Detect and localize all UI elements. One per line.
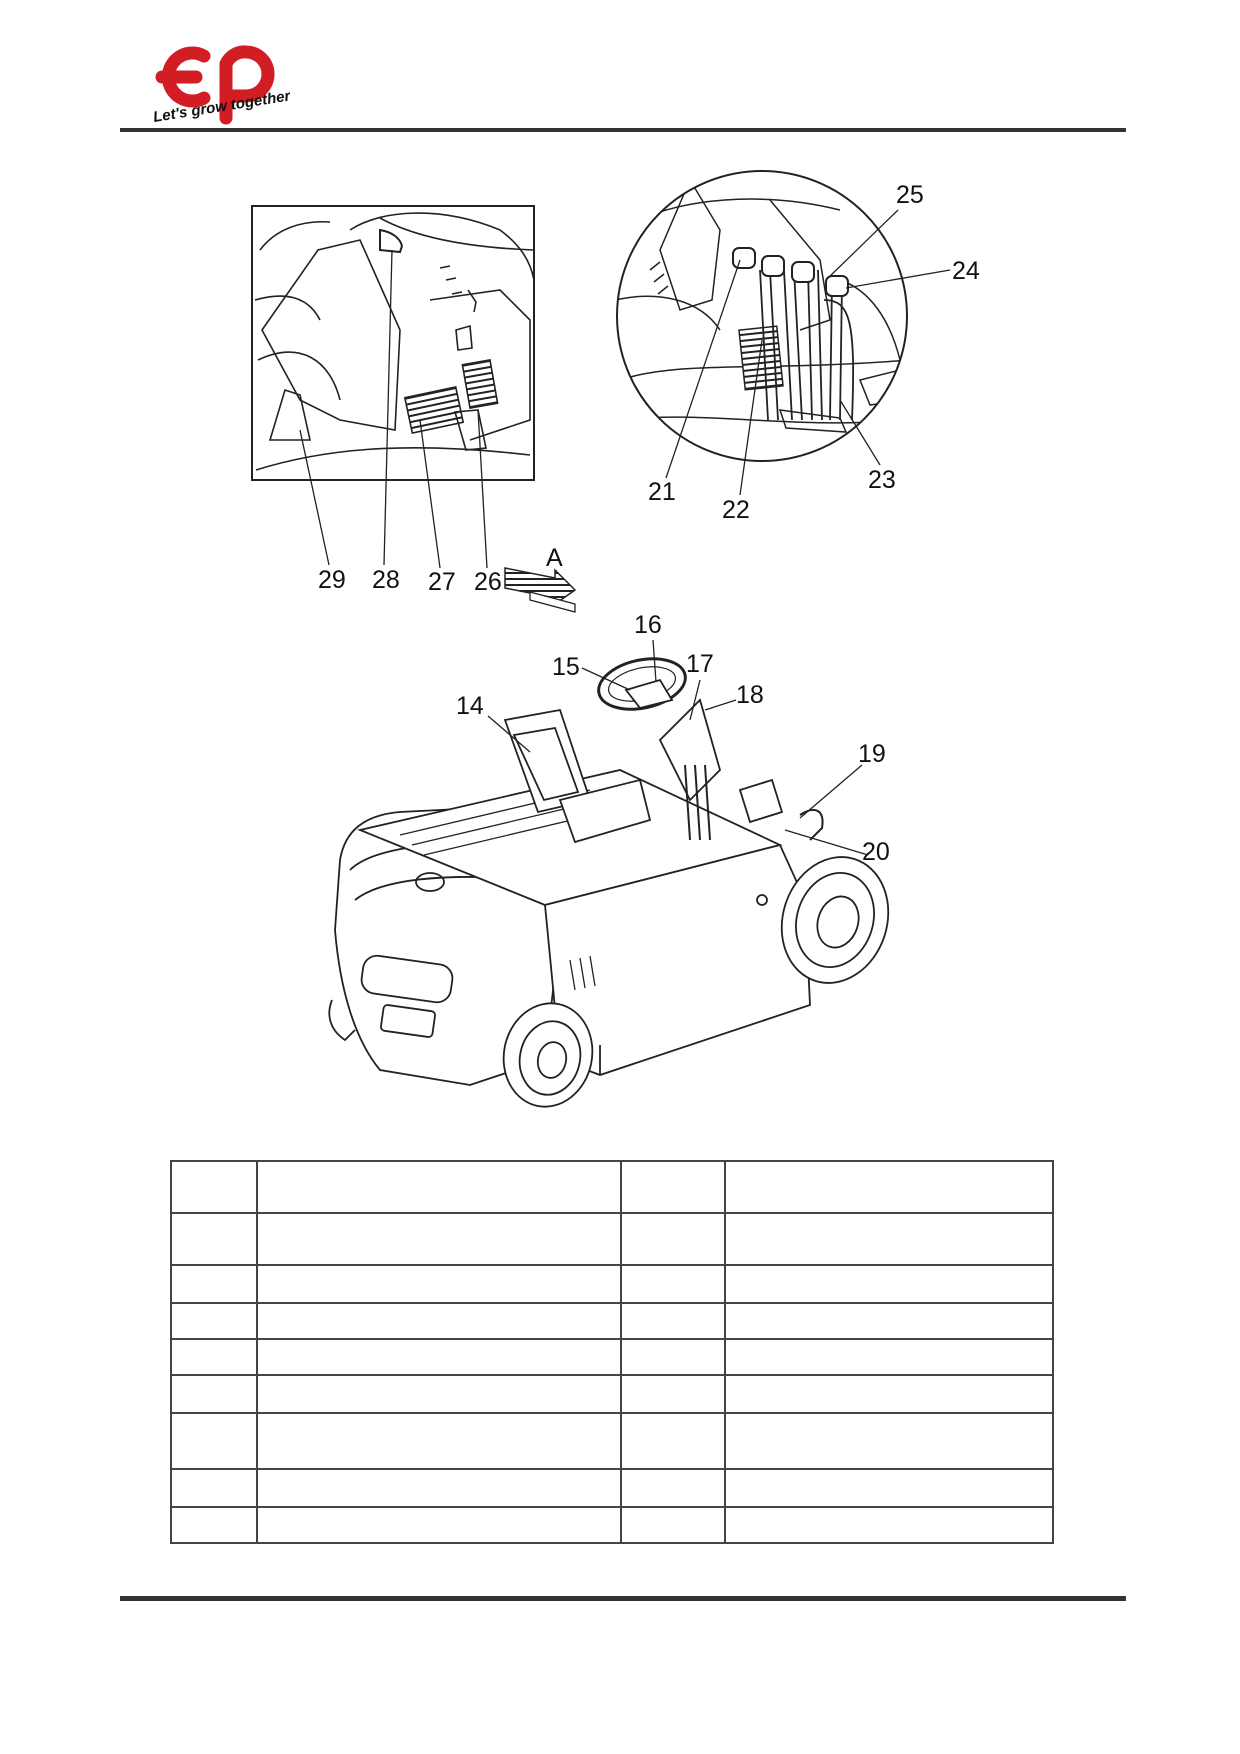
footer-rule [120, 1596, 1126, 1601]
callout-25: 25 [896, 181, 924, 209]
view-arrow-a [504, 567, 577, 613]
table-cell [170, 1212, 258, 1266]
table-cell [620, 1212, 726, 1266]
table-row [170, 1338, 1054, 1376]
table-cell [170, 1412, 258, 1470]
table-cell [724, 1264, 1054, 1304]
table-row [170, 1506, 1054, 1544]
table-cell [620, 1302, 726, 1340]
callout-17: 17 [686, 650, 714, 678]
table-cell [256, 1160, 622, 1214]
ep-logo: Let's grow together [152, 45, 290, 126]
callout-23: 23 [868, 466, 896, 494]
lever-detail-view [616, 170, 908, 462]
forklift-illustration: 29 28 27 26 A [251, 170, 980, 1108]
callout-22: 22 [722, 496, 750, 524]
table-cell [620, 1160, 726, 1214]
table-cell [170, 1338, 258, 1376]
table-cell [724, 1338, 1054, 1376]
table-cell [620, 1338, 726, 1376]
table-cell [256, 1302, 622, 1340]
table-cell [256, 1412, 622, 1470]
table-cell [170, 1506, 258, 1544]
callout-18: 18 [736, 681, 764, 709]
table-cell [170, 1468, 258, 1508]
table-cell [256, 1338, 622, 1376]
table-cell [724, 1412, 1054, 1470]
table-cell [724, 1506, 1054, 1544]
table-cell [620, 1412, 726, 1470]
table-cell [256, 1506, 622, 1544]
table-cell [256, 1374, 622, 1414]
callout-19: 19 [858, 740, 886, 768]
callout-26: 26 [474, 568, 502, 596]
table-row [170, 1374, 1054, 1414]
table-cell [724, 1302, 1054, 1340]
table-cell [620, 1506, 726, 1544]
callout-24: 24 [952, 257, 980, 285]
table-cell [170, 1302, 258, 1340]
forklift-body [328, 657, 890, 1108]
table-cell [724, 1374, 1054, 1414]
table-cell [620, 1468, 726, 1508]
table-cell [724, 1468, 1054, 1508]
callout-27: 27 [428, 568, 456, 596]
header-rule [120, 128, 1126, 132]
callout-16: 16 [634, 611, 662, 639]
table-cell [620, 1374, 726, 1414]
table-row [170, 1264, 1054, 1304]
forklift-leader-lines [487, 639, 869, 856]
table-row [170, 1412, 1054, 1470]
table-cell [256, 1264, 622, 1304]
table-cell [620, 1264, 726, 1304]
pedal-detail-view [251, 205, 535, 481]
table-row [170, 1302, 1054, 1340]
table-cell [256, 1468, 622, 1508]
table-cell [724, 1212, 1054, 1266]
pedal-leader-lines [299, 249, 488, 569]
table-cell [724, 1160, 1054, 1214]
table-row [170, 1468, 1054, 1508]
lever-leader-lines [665, 209, 951, 496]
callout-28: 28 [372, 566, 400, 594]
table-cell [170, 1374, 258, 1414]
callout-15: 15 [552, 653, 580, 681]
callout-29: 29 [318, 566, 346, 594]
callout-20: 20 [862, 838, 890, 866]
table-cell [170, 1264, 258, 1304]
view-arrow-label: A [546, 544, 563, 572]
callout-21: 21 [648, 478, 676, 506]
parts-table [170, 1160, 1054, 1544]
table-cell [256, 1212, 622, 1266]
table-row [170, 1160, 1054, 1214]
table-row [170, 1212, 1054, 1266]
table-cell [170, 1160, 258, 1214]
callout-14: 14 [456, 692, 484, 720]
